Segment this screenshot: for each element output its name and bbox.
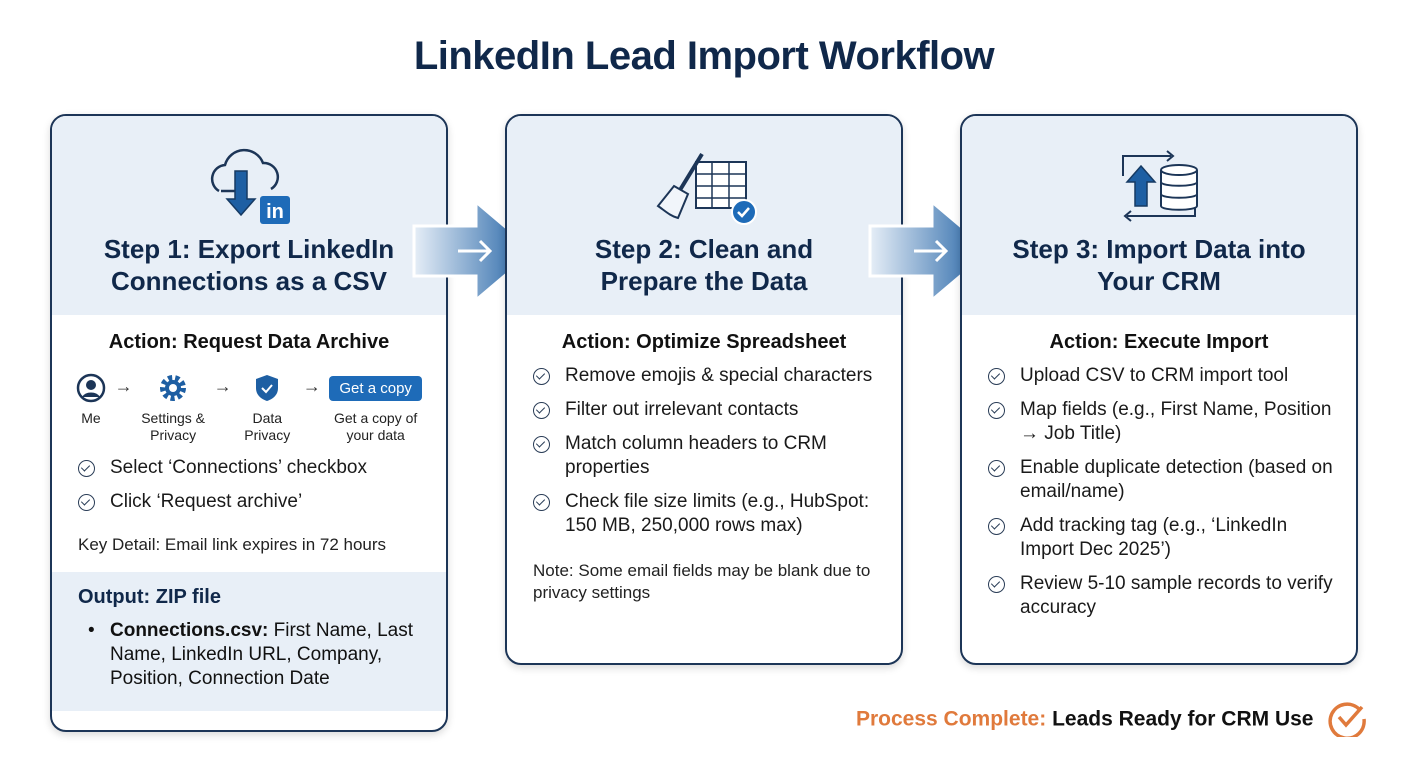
action-heading: Action: Execute Import bbox=[1049, 331, 1269, 353]
checklist-item: Check file size limits (e.g., HubSpot: 1… bbox=[533, 490, 881, 538]
cloud-download-linkedin-icon: in bbox=[52, 146, 446, 226]
broom-spreadsheet-check-icon bbox=[507, 146, 901, 226]
checklist-item: Review 5-10 sample records to verify acc… bbox=[988, 572, 1336, 620]
completion-text: Leads Ready for CRM Use bbox=[1046, 707, 1314, 731]
completion-banner: Process Complete: Leads Ready for CRM Us… bbox=[856, 702, 1367, 740]
checklist-item: Upload CSV to CRM import tool bbox=[988, 364, 1336, 388]
checklist-item: Click ‘Request archive’ bbox=[78, 490, 426, 514]
checklist-item: Add tracking tag (e.g., ‘LinkedIn Import… bbox=[988, 514, 1336, 562]
output-item: Connections.csv: First Name, Last Name, … bbox=[78, 619, 420, 691]
gear-icon bbox=[141, 372, 205, 404]
get-a-copy-button[interactable]: Get a copy bbox=[329, 375, 422, 401]
linkedin-nav-flow: Me → Settings & Privacy → Data Privacy →… bbox=[52, 372, 446, 444]
flow-label: Data Privacy bbox=[244, 410, 291, 443]
flow-label: Me bbox=[81, 410, 101, 426]
output-section: Output: ZIP file Connections.csv: First … bbox=[52, 572, 446, 711]
completion-label: Process Complete: bbox=[856, 707, 1047, 731]
shield-check-icon bbox=[240, 372, 294, 404]
check-circle-icon bbox=[1328, 702, 1367, 740]
output-filename: Connections.csv: bbox=[110, 620, 269, 641]
privacy-note: Note: Some email fields may be blank due… bbox=[533, 561, 871, 602]
step-title: Step 1: Export LinkedIn Connections as a… bbox=[103, 234, 395, 296]
page-title: LinkedIn Lead Import Workflow bbox=[413, 34, 995, 78]
upload-database-sync-icon bbox=[962, 146, 1356, 226]
flow-label: Settings & Privacy bbox=[141, 410, 206, 443]
step-title: Step 3: Import Data into Your CRM bbox=[1012, 234, 1306, 296]
checklist-item: Select ‘Connections’ checkbox bbox=[78, 456, 426, 480]
checklist-item: Map fields (e.g., First Name, Position →… bbox=[988, 398, 1336, 446]
flow-label: Get a copy of your data bbox=[334, 410, 418, 443]
key-detail: Key Detail: Email link expires in 72 hou… bbox=[78, 535, 387, 554]
output-title: Output: ZIP file bbox=[78, 586, 221, 608]
step-3-card: Step 3: Import Data into Your CRM Action… bbox=[960, 114, 1358, 665]
checklist-item: Enable duplicate detection (based on ema… bbox=[988, 456, 1336, 504]
step-title: Step 2: Clean and Prepare the Data bbox=[594, 234, 814, 296]
step-1-card: in Step 1: Export LinkedIn Connections a… bbox=[50, 114, 448, 732]
user-icon bbox=[76, 372, 106, 404]
action-heading: Action: Request Data Archive bbox=[108, 331, 390, 353]
checklist-item: Match column headers to CRM properties bbox=[533, 432, 881, 480]
checklist-item: Filter out irrelevant contacts bbox=[533, 398, 881, 422]
checklist-item: Remove emojis & special characters bbox=[533, 364, 881, 388]
step-2-card: Step 2: Clean and Prepare the Data Actio… bbox=[505, 114, 903, 665]
action-heading: Action: Optimize Spreadsheet bbox=[561, 331, 847, 353]
svg-text:in: in bbox=[266, 201, 284, 223]
output-fields: First Name, Last Name, LinkedIn URL, Com… bbox=[110, 620, 414, 689]
